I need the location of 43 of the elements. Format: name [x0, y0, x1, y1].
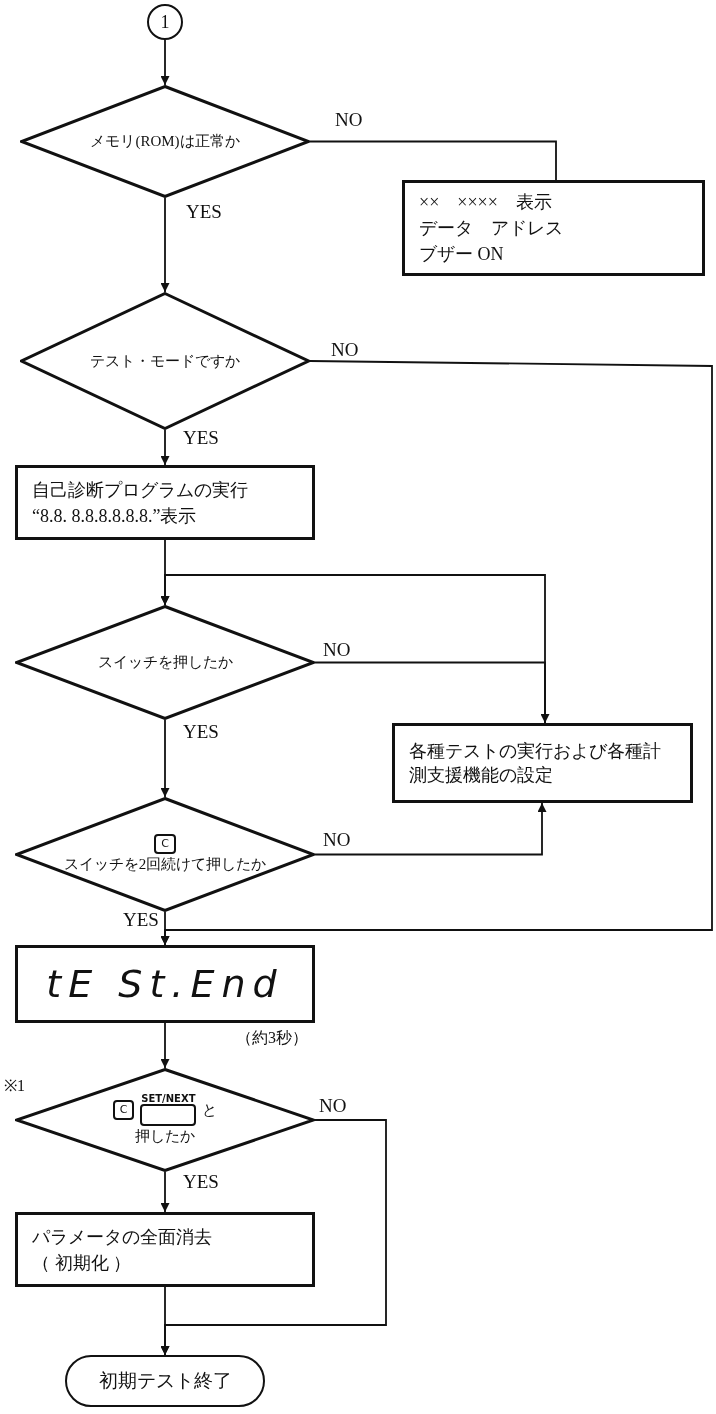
process-text: （ 初期化 ） — [32, 1251, 132, 1275]
flow-arrow — [160, 719, 170, 798]
process-text: パラメータの全面消去 — [32, 1225, 213, 1249]
process-text: 各種テストの実行および各種計測支援機能の設定 — [409, 740, 662, 787]
process-box — [15, 1212, 315, 1287]
decision-diamond — [15, 797, 315, 912]
flow-arrow — [160, 197, 170, 293]
flow-arrow — [160, 39, 170, 86]
flow-arrow — [160, 429, 170, 466]
flow-arrow — [160, 911, 170, 946]
decision-text: メモリ(ROM)は正常か — [90, 132, 240, 152]
keycap: C — [154, 834, 176, 855]
key-label: SET/NEXT — [141, 1093, 196, 1105]
process-box — [392, 723, 693, 803]
terminal-box — [65, 1355, 265, 1407]
node-note: ※1 — [4, 1076, 25, 1096]
decision-diamond — [15, 605, 315, 720]
process-text: データ アドレス — [419, 217, 564, 240]
flow-arrow — [160, 1171, 170, 1213]
process-box — [15, 465, 315, 540]
process-text: ×× ×××× 表示 — [419, 191, 553, 214]
decision-diamond — [20, 292, 310, 430]
decision-text: スイッチを押したか — [97, 653, 233, 673]
process-box — [402, 180, 705, 276]
keycap: C — [112, 1099, 135, 1120]
process-text: “8.8. 8.8.8.8.8.8.”表示 — [32, 504, 198, 528]
flow-arrow — [160, 1022, 170, 1069]
terminal-text: 初期テスト終了 — [98, 1369, 232, 1393]
flow-line — [309, 140, 557, 181]
decision-diamond — [20, 85, 310, 198]
segment-display-text: tE St.End — [46, 962, 284, 1006]
connector-number: 1 — [160, 11, 170, 33]
flow-arrow — [314, 802, 547, 856]
decision-text: テスト・モードですか — [90, 351, 240, 371]
process-text: 自己診断プログラムの実行 — [32, 478, 249, 502]
decision-text: 押したか — [134, 1127, 196, 1147]
decision-text: スイッチを2回続けて押したか — [63, 855, 267, 875]
process-text: ブザー ON — [419, 243, 505, 266]
flow-arrow — [160, 1286, 170, 1356]
decision-text: と — [202, 1100, 218, 1120]
connector-circle — [147, 4, 183, 40]
display-box — [15, 945, 315, 1023]
node-note: （約3秒） — [236, 1028, 308, 1048]
